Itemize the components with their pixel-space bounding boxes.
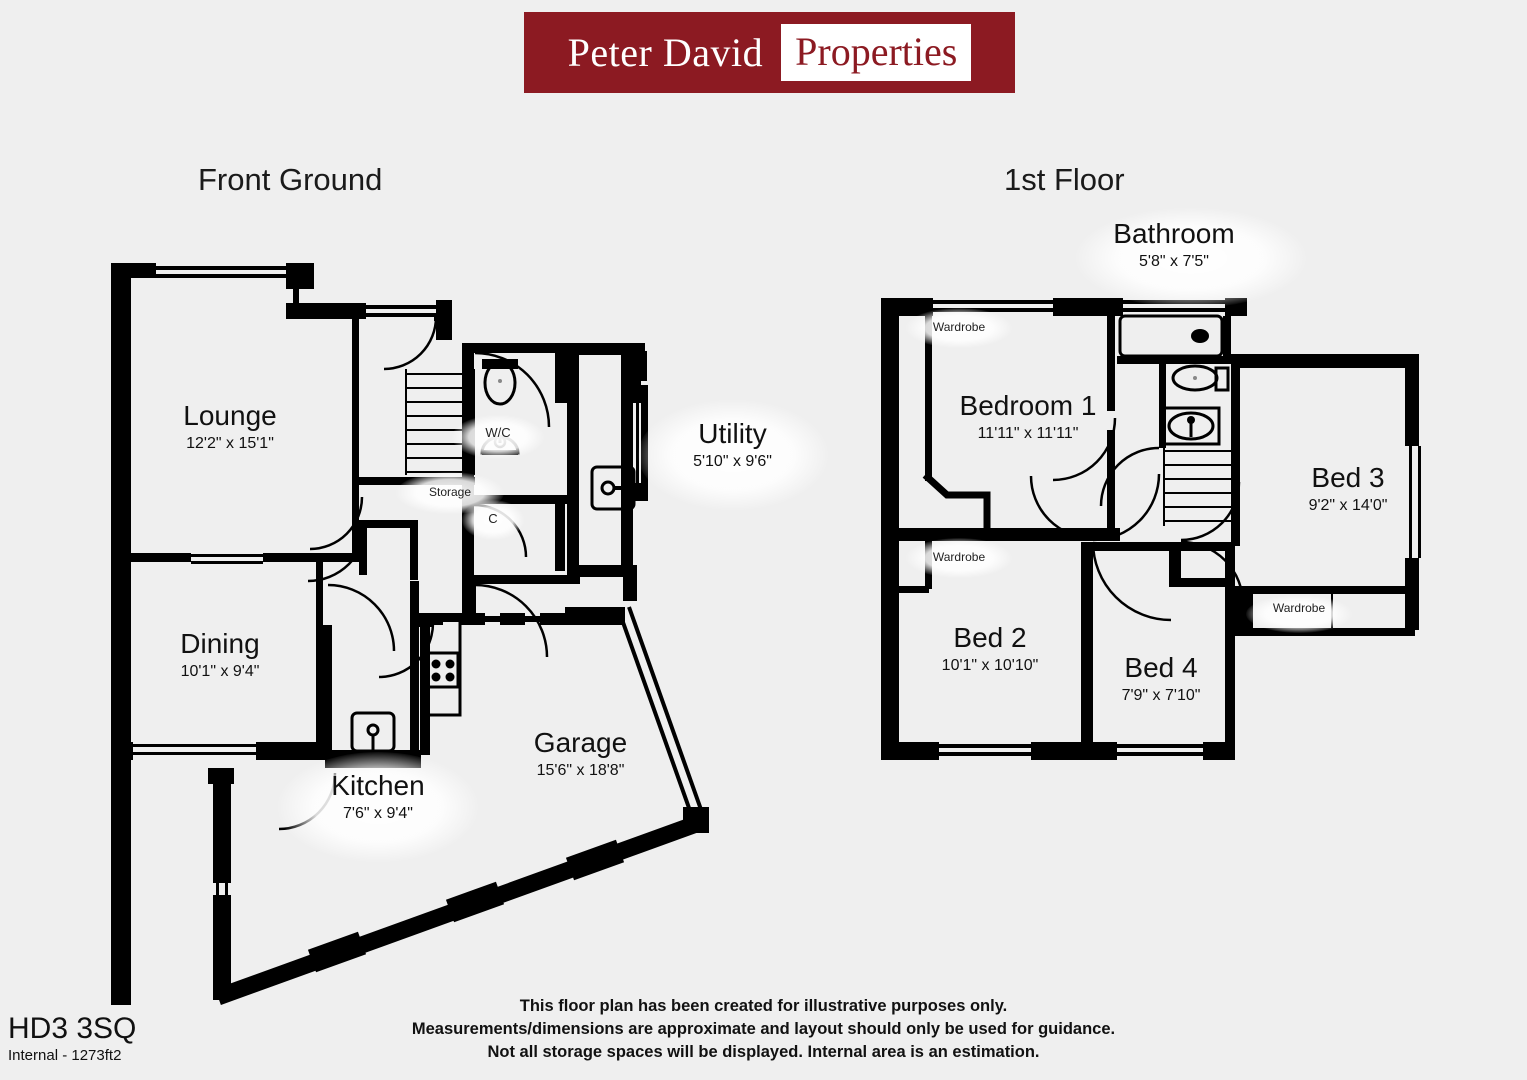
annotation-wardrobe-3: Wardrobe [1272,601,1326,615]
floor-title-ground: Front Ground [198,162,383,197]
postcode: HD3 3SQ [8,1012,137,1045]
ground-floor-drawing [111,263,709,1005]
floor-title-first: 1st Floor [1004,162,1125,197]
annotation-wc: W/C [485,425,511,440]
disclaimer-line-2: Measurements/dimensions are approximate … [411,1020,1116,1038]
room-label-bathroom: Bathroom 5'8" x 7'5" [1079,218,1269,272]
disclaimer-line-3: Not all storage spaces will be displayed… [487,1043,1040,1061]
disclaimer-line-1: This floor plan has been created for ill… [519,997,1008,1015]
property-identifier: HD3 3SQ Internal - 1273ft2 [8,1012,136,1065]
brand-suffix: Properties [795,29,958,74]
internal-area: Internal - 1273ft2 [8,1047,122,1064]
disclaimer: This floor plan has been created for ill… [0,995,1527,1064]
brand-logo: Peter David Properties [524,12,1015,93]
brand-name: Peter David [567,30,764,75]
annotation-wardrobe-1: Wardrobe [932,320,986,334]
room-dimensions: 5'8" x 7'5" [1139,253,1209,270]
annotation-cupboard: C [488,511,498,526]
first-floor-drawing [881,298,1421,760]
annotation-wardrobe-2: Wardrobe [932,550,986,564]
brand-suffix-box: Properties [781,24,972,81]
room-name: Bathroom [1113,218,1235,249]
annotation-storage: Storage [428,485,472,499]
